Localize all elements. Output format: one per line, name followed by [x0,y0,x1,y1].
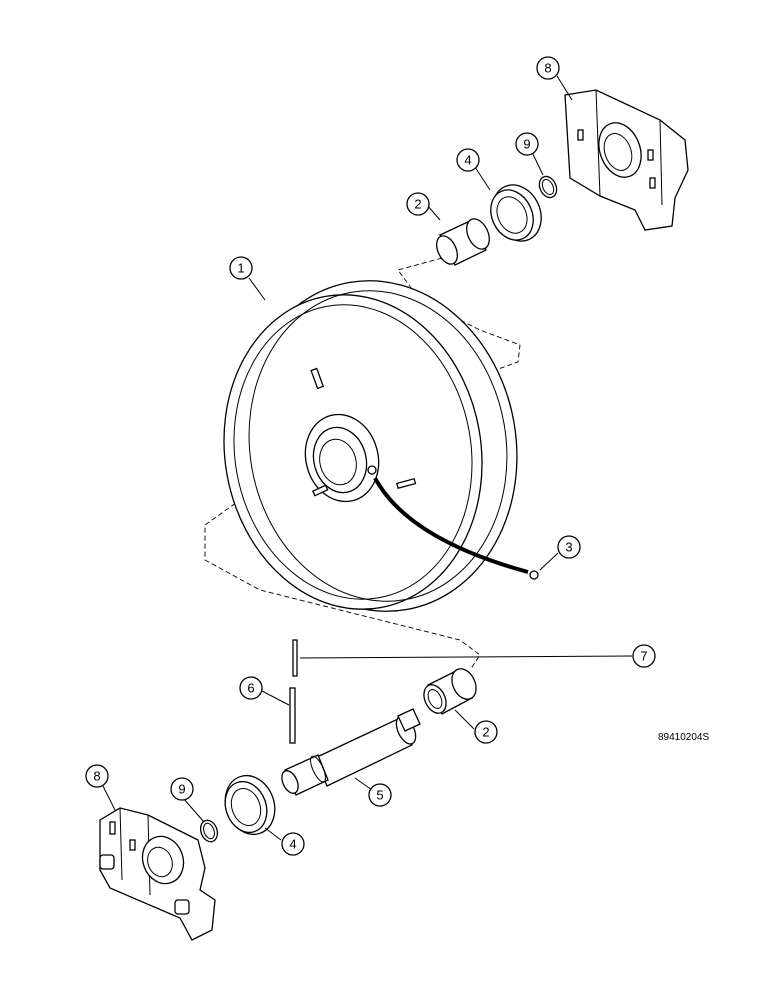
o-ring-upper [538,175,558,199]
pin-upper [292,639,298,677]
callout-6: 6 [239,676,263,700]
callout-4-upper: 4 [456,148,480,172]
bushing-upper [436,218,490,266]
bearing-bracket-upper [564,89,689,231]
svg-text:6: 6 [247,681,254,696]
o-ring-lower [199,819,219,843]
seal-upper [490,184,542,242]
callout-5: 5 [368,783,392,807]
bushing-lower [423,668,477,715]
svg-text:2: 2 [482,725,489,740]
callout-2-upper: 2 [406,192,430,216]
svg-text:4: 4 [289,837,296,852]
svg-text:3: 3 [565,540,572,555]
lube-tube [373,477,539,580]
svg-text:2: 2 [414,197,421,212]
callout-8-upper: 8 [536,56,560,80]
callout-9-upper: 9 [515,132,539,156]
callout-3: 3 [557,535,581,559]
idler-wheel [223,280,518,612]
svg-text:5: 5 [376,788,383,803]
pin-lower [289,687,296,744]
svg-text:4: 4 [464,153,471,168]
svg-text:1: 1 [237,261,244,276]
shaft [281,708,421,796]
callout-1: 1 [229,256,253,280]
callout-8-lower: 8 [85,764,109,788]
seal-lower [224,774,276,836]
svg-text:8: 8 [93,769,100,784]
bearing-bracket-lower [99,807,216,941]
figure-reference-code: 89410204S [658,732,709,743]
assembly-guide-lines [204,257,521,671]
svg-text:9: 9 [523,137,530,152]
callout-9-lower: 9 [170,777,194,801]
svg-text:8: 8 [544,61,551,76]
svg-text:7: 7 [640,649,647,664]
callout-2-lower: 2 [474,720,498,744]
callout-4-lower: 4 [281,832,305,856]
leader-lines [102,75,633,841]
svg-text:9: 9 [178,782,185,797]
callout-7: 7 [632,644,656,668]
